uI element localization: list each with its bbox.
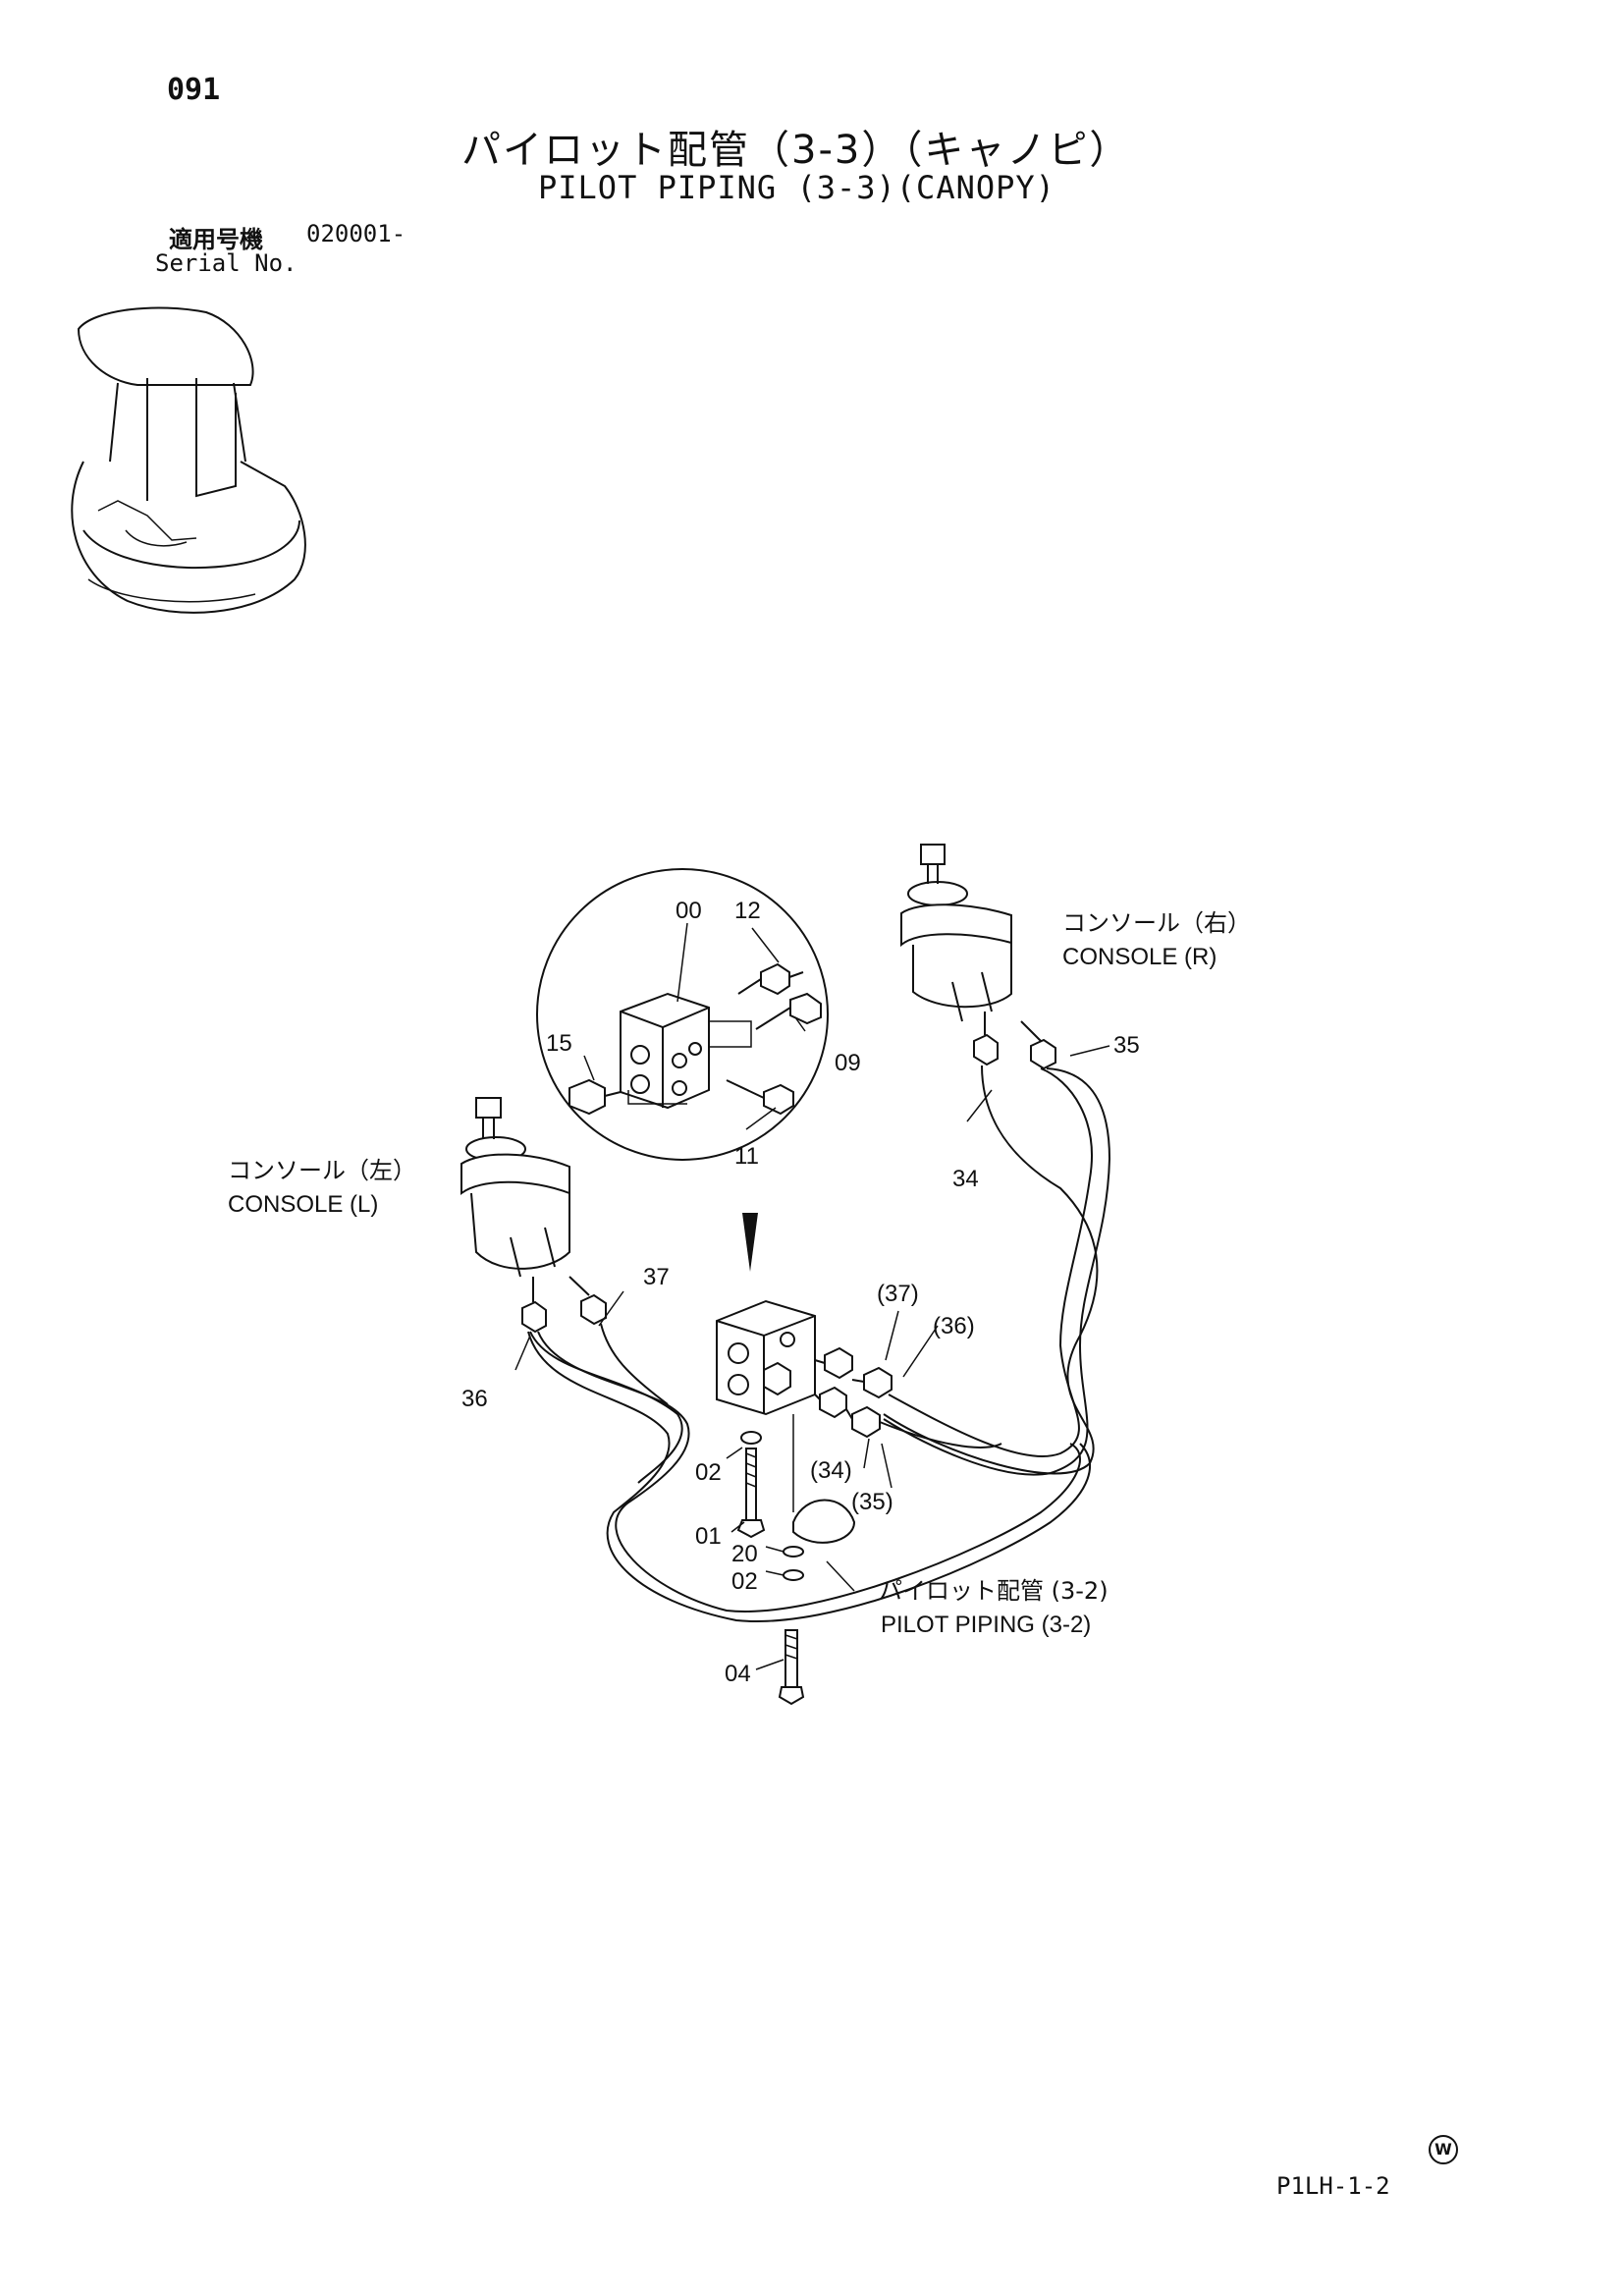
label-part-00: 00	[676, 898, 702, 924]
label-part-36-ref: (36)	[933, 1313, 975, 1339]
label-part-02-upper: 02	[695, 1459, 722, 1486]
label-part-01: 01	[695, 1523, 722, 1550]
label-ref-en: PILOT PIPING (3-2)	[881, 1612, 1091, 1638]
label-console-right-jp: コンソール（右）	[1062, 909, 1251, 937]
label-part-09: 09	[835, 1050, 861, 1076]
label-part-12: 12	[734, 898, 761, 924]
label-part-35-ref: (35)	[851, 1489, 893, 1515]
label-ref-jp: パイロット配管 (3-2)	[879, 1577, 1109, 1605]
label-part-37: 37	[643, 1264, 670, 1290]
label-part-15: 15	[546, 1030, 572, 1057]
label-console-left-jp: コンソール（左）	[228, 1157, 416, 1184]
console-right	[900, 844, 1056, 1070]
console-left	[460, 1097, 607, 1334]
serial-label-japanese: 適用号機	[169, 226, 263, 253]
fasteners	[736, 1414, 856, 1706]
locator-thumbnail	[71, 306, 306, 614]
label-part-36: 36	[461, 1386, 488, 1412]
manufacturer-mark-icon: W	[1429, 2135, 1458, 2164]
page-number: 091	[167, 73, 221, 107]
label-part-37-ref: (37)	[877, 1281, 919, 1307]
title-english: PILOT PIPING (3-3)(CANOPY)	[538, 169, 1055, 206]
drawing-code: P1LH-1-2	[1276, 2172, 1390, 2200]
detail-view	[536, 868, 829, 1161]
label-part-20: 20	[731, 1541, 758, 1567]
label-console-right-en: CONSOLE (R)	[1062, 944, 1217, 970]
hoses	[527, 1065, 1111, 1622]
label-console-left-en: CONSOLE (L)	[228, 1191, 378, 1218]
leader-lines	[514, 1045, 1110, 1670]
label-part-04: 04	[725, 1661, 751, 1687]
label-part-34: 34	[952, 1166, 979, 1192]
label-part-02-lower: 02	[731, 1568, 758, 1595]
title-japanese: パイロット配管（3-3）（キャノピ）	[461, 128, 1131, 173]
label-part-34-ref: (34)	[810, 1457, 852, 1484]
serial-value: 020001-	[306, 220, 406, 247]
valve-block	[716, 1299, 893, 1439]
label-part-35: 35	[1113, 1032, 1140, 1059]
label-part-11: 11	[734, 1143, 759, 1170]
serial-label-english: Serial No.	[155, 249, 298, 277]
